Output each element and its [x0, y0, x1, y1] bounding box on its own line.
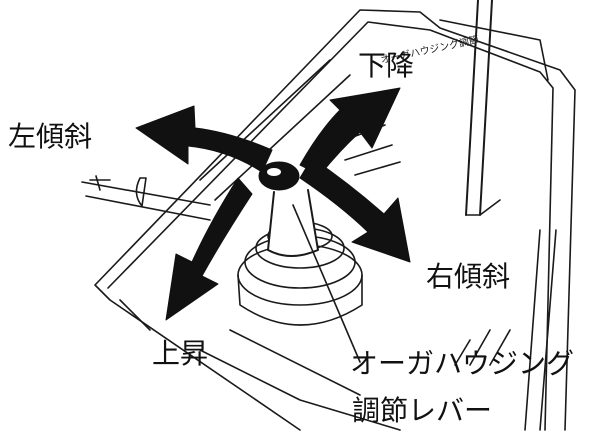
lever-shaft	[267, 189, 319, 257]
label-down: 下降	[358, 49, 415, 82]
lever-knob	[258, 161, 300, 191]
console-lower-edge	[119, 299, 401, 431]
label-left-tilt: 左傾斜	[8, 120, 93, 153]
lever-name-line1: オーガハウジング	[350, 347, 575, 380]
label-up: 上昇	[152, 337, 209, 370]
side-rod	[81, 181, 211, 221]
arrow-up-direction	[165, 177, 253, 321]
arrow-right-tilt	[299, 157, 411, 263]
leader-line	[292, 204, 361, 363]
arrow-down-direction	[299, 87, 401, 176]
rod	[465, 0, 493, 216]
console-inner-edge	[107, 21, 554, 431]
lever-name-line2: 調節レバー	[352, 394, 493, 427]
label-right-tilt: 右傾斜	[426, 260, 511, 293]
arrow-left-tilt	[135, 105, 273, 173]
console-outline	[94, 9, 576, 431]
